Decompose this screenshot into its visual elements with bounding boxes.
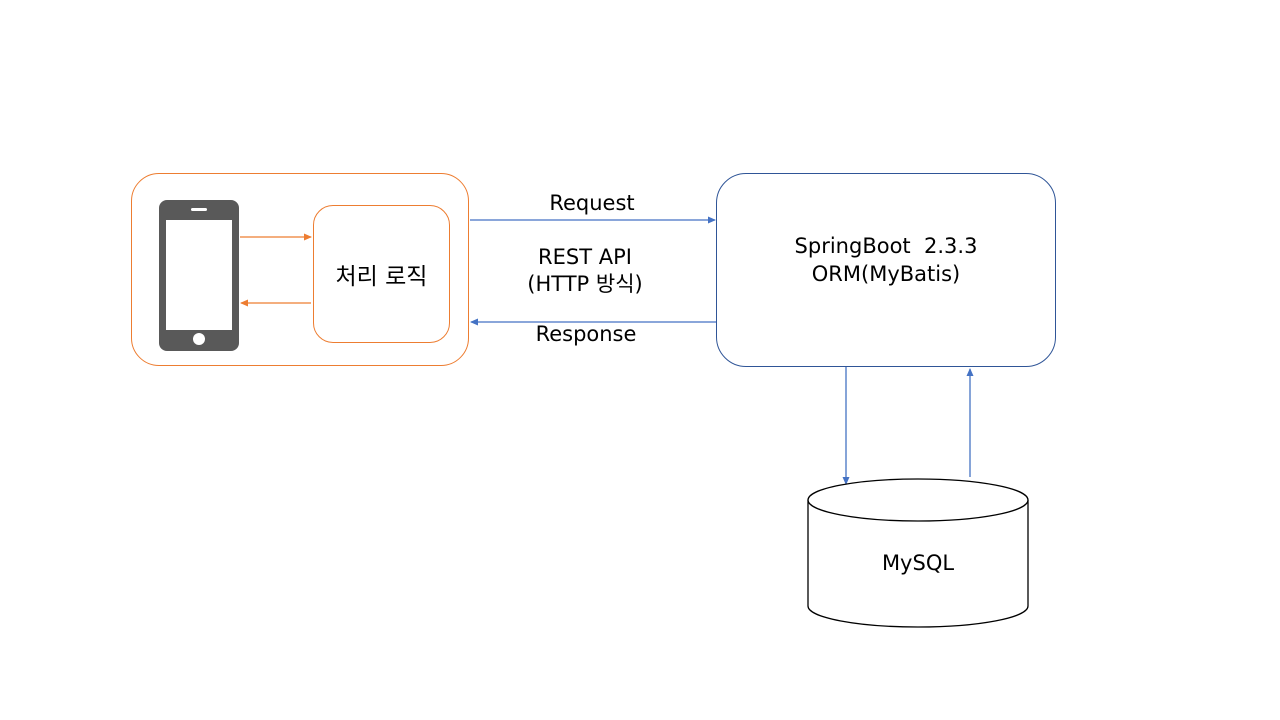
server-box: SpringBoot 2.3.3 ORM(MyBatis)	[716, 173, 1056, 367]
client-container	[131, 173, 469, 366]
smartphone-icon	[159, 200, 239, 351]
request-label: Request	[549, 191, 635, 215]
rest-api-line: REST API	[538, 245, 632, 269]
processing-logic-box: 처리 로직	[313, 205, 450, 343]
database-cylinder	[807, 478, 1029, 628]
rest-api-label: REST API (HTTP 방식)	[490, 244, 680, 298]
server-orm-label: ORM(MyBatis)	[811, 262, 961, 286]
database-label: MySQL	[881, 551, 955, 575]
server-framework-label: SpringBoot 2.3.3	[794, 234, 978, 258]
response-label: Response	[535, 322, 637, 346]
http-method-line: (HTTP 방식)	[527, 272, 643, 296]
processing-logic-label: 처리 로직	[335, 264, 428, 290]
